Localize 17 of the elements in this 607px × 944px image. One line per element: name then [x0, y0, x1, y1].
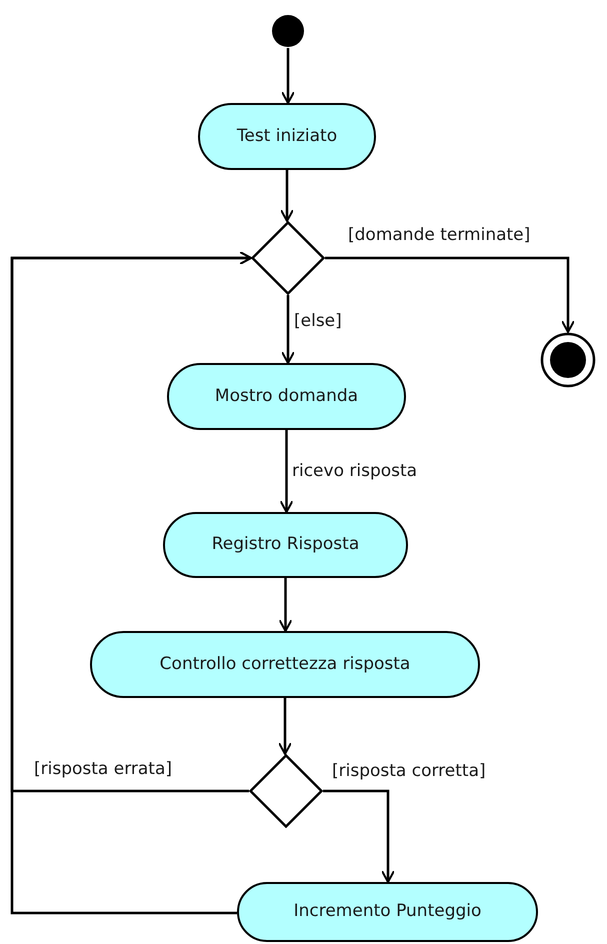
action-label: Controllo correttezza risposta: [160, 652, 410, 676]
guard-label: [risposta errata]: [34, 758, 172, 780]
guard-label: [risposta corretta]: [332, 760, 486, 782]
action-label: Mostro domanda: [214, 384, 358, 408]
action-label: Incremento Punteggio: [294, 900, 482, 924]
action-label: Registro Risposta: [212, 533, 360, 556]
arrow: [281, 48, 295, 104]
arrow: [281, 295, 295, 364]
guard-label: ricevo risposta: [292, 460, 418, 482]
arrow: [278, 578, 292, 632]
arrow: [280, 170, 294, 222]
action-label: Test iniziato: [236, 124, 338, 148]
arrow: [278, 698, 292, 755]
arrow: [280, 430, 294, 513]
arrow: [10, 251, 252, 914]
arrow: [323, 790, 395, 883]
arrow: [325, 256, 575, 333]
